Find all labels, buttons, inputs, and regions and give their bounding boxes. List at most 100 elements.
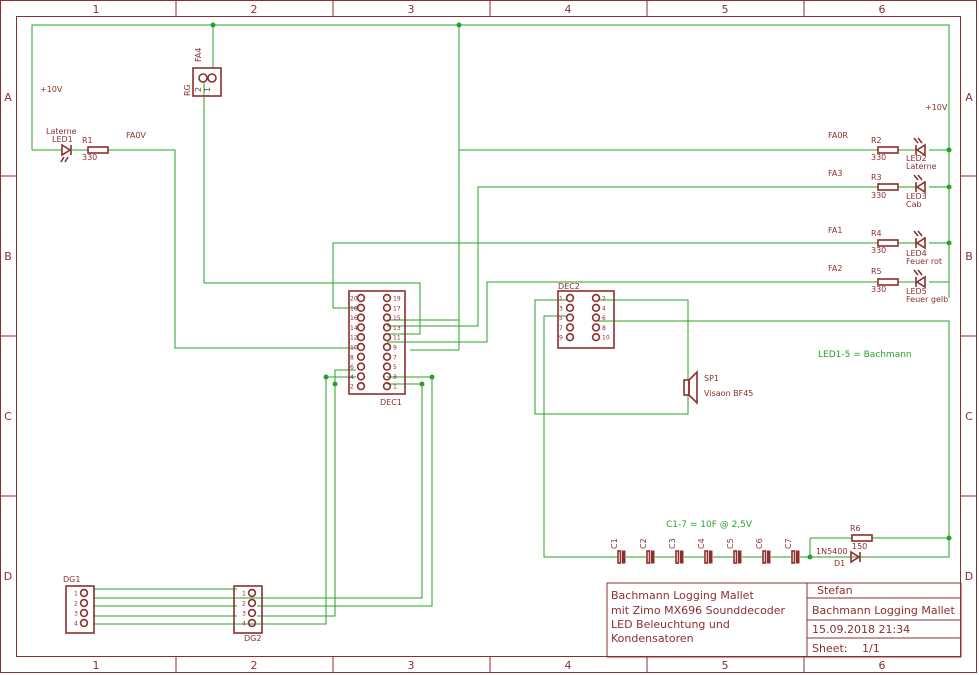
capacitor-name: C2 <box>639 538 648 549</box>
r3-value: 330 <box>871 191 886 200</box>
r1-name: R1 <box>82 136 93 145</box>
r4-value: 330 <box>871 246 886 255</box>
dg2-pin <box>247 618 257 628</box>
dec1-pin-number: 18 <box>350 305 358 312</box>
dec2-pin <box>591 303 601 312</box>
capacitor-name: C4 <box>697 538 706 549</box>
column-label-bottom: 4 <box>565 659 572 672</box>
d1-diode: 1N5400 D1 <box>816 547 872 568</box>
capacitor-plate <box>791 550 796 564</box>
capacitor-plate <box>646 550 651 564</box>
dec2-pin-number: 7 <box>559 325 563 332</box>
led2: LED2 Laterne <box>906 137 937 171</box>
led4-name: LED4 <box>906 249 927 258</box>
dec2-pin <box>591 293 601 303</box>
capacitor-plate <box>622 550 626 564</box>
dec1-pin-number: 3 <box>393 374 397 381</box>
net-label-fa2: FA2 <box>828 264 842 273</box>
junction-dot <box>946 535 952 541</box>
dec2-pin-number: 1 <box>559 296 563 303</box>
row-label-right: D <box>965 570 973 583</box>
column-label-bottom: 3 <box>408 659 415 672</box>
capacitor-gap <box>617 549 626 565</box>
dg1-pin-number: 3 <box>74 611 78 618</box>
dg1-pin <box>79 598 89 608</box>
dec1-pin <box>382 313 392 322</box>
dec1-pin-number: 17 <box>393 305 401 312</box>
dec1-pin <box>382 372 392 381</box>
dec1-pin-number: 20 <box>350 296 358 303</box>
led1: Laterne LED1 <box>46 127 77 163</box>
dec1-pin <box>382 382 392 391</box>
junction-dot <box>946 240 952 246</box>
dec1-pin-number: 12 <box>350 335 358 342</box>
column-label-top: 5 <box>722 3 729 16</box>
capacitor-name: C6 <box>755 538 764 549</box>
dg1-pin-number: 4 <box>74 621 78 628</box>
dec1-pin-number: 10 <box>350 345 358 352</box>
dec2-pin <box>565 333 575 342</box>
dec1-pin <box>356 313 366 322</box>
dec1-pin-number: 4 <box>350 374 354 381</box>
d1-value: 1N5400 <box>816 547 847 556</box>
dec1-pin <box>382 323 392 332</box>
junction-dot <box>946 184 952 190</box>
net-label-fa1: FA1 <box>828 226 842 235</box>
dg2-pin-number: 4 <box>242 621 246 628</box>
capacitor-plate <box>709 550 713 564</box>
row-label-right: B <box>965 250 973 263</box>
junction-dot <box>332 381 338 387</box>
capacitor-name: C3 <box>668 538 677 549</box>
dec2-pin-number: 9 <box>559 335 563 342</box>
capacitor-plate <box>796 550 800 564</box>
junction-dot <box>807 554 813 560</box>
r5: R5 330 <box>871 267 916 294</box>
capacitor-plate <box>762 550 767 564</box>
dec1-pin-number: 15 <box>393 315 401 322</box>
r6: R6 150 <box>850 524 873 551</box>
title-desc-line-4: Kondensatoren <box>611 632 694 645</box>
row-label-right: A <box>965 91 973 104</box>
dec1-pin <box>382 352 392 361</box>
dg1-pin-number: 2 <box>74 601 78 608</box>
dec1-pin-number: 1 <box>393 384 397 391</box>
dec2-pin-number: 6 <box>602 315 606 322</box>
dg2-pin-number: 1 <box>242 591 246 598</box>
capacitor-gap <box>762 549 771 565</box>
dg2-pin-number: 2 <box>242 601 246 608</box>
dec2-pin-number: 8 <box>602 325 606 332</box>
sp1-value: Visaon BF45 <box>704 389 753 398</box>
note-led: LED1-5 = Bachmann <box>818 350 912 360</box>
capacitor-plate <box>675 550 680 564</box>
capacitor-plate <box>733 550 738 564</box>
dg2-pin <box>247 608 257 618</box>
led4-label: Feuer rot <box>906 257 942 266</box>
speaker-sp1: SP1 Visaon BF45 <box>683 370 753 405</box>
dec1-pin-number: 16 <box>350 315 358 322</box>
capacitor-name: C5 <box>726 538 735 549</box>
dec2-pin-number: 3 <box>559 305 563 312</box>
junction-dot <box>419 381 425 387</box>
column-label-bottom: 6 <box>879 659 886 672</box>
note-capacitors: C1-7 = 10F @ 2,5V <box>666 520 753 530</box>
row-label-left: B <box>4 250 12 263</box>
capacitor-plate <box>651 550 655 564</box>
dg1-pin <box>79 608 89 618</box>
capacitor-plate <box>767 550 771 564</box>
column-label-top: 2 <box>251 3 258 16</box>
dec1-pin <box>382 293 392 303</box>
row-label-right: C <box>965 410 973 423</box>
dg1-pin <box>79 588 89 598</box>
r3-name: R3 <box>871 173 882 182</box>
dec1-pin-number: 6 <box>350 364 354 371</box>
capacitor-gap <box>791 549 800 565</box>
dec1-pin <box>382 303 392 312</box>
led3: LED3 Cab <box>906 174 927 209</box>
dec1-pin <box>356 293 366 303</box>
led5-name: LED5 <box>906 287 927 296</box>
dec1-pin <box>356 352 366 361</box>
